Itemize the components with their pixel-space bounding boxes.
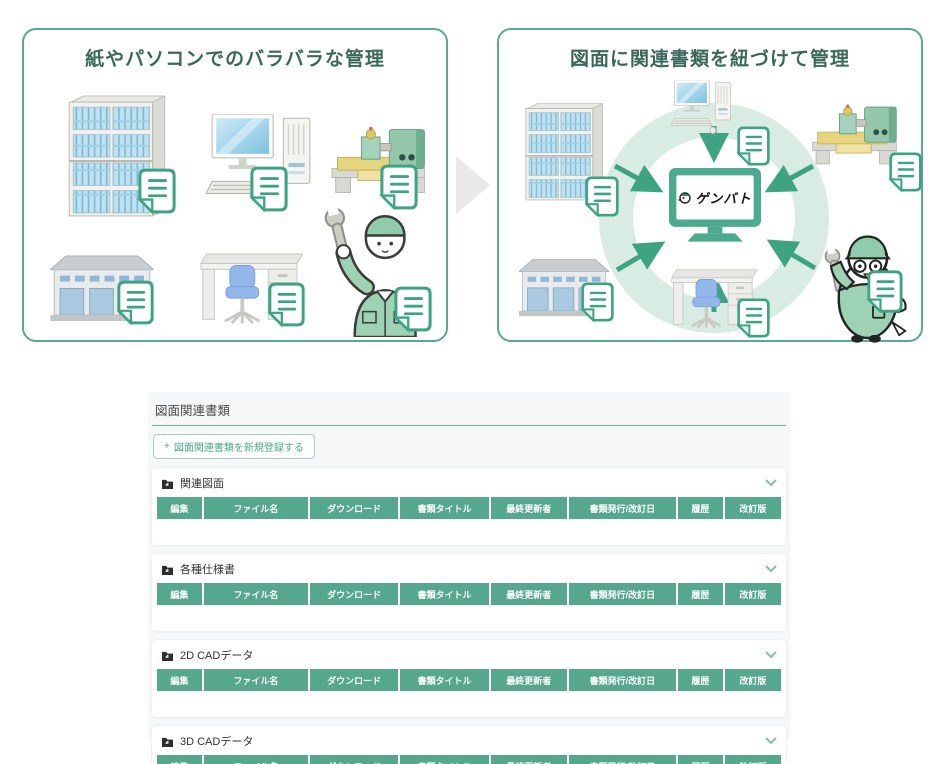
column-header: 書類タイトル <box>400 755 491 764</box>
document-icon <box>737 298 770 338</box>
column-header: 書類発行/改訂日 <box>568 755 678 764</box>
column-header: 編集 <box>157 497 204 519</box>
plus-icon: + <box>164 441 170 452</box>
column-header: ダウンロード <box>309 755 401 764</box>
column-header: 最終更新者 <box>490 583 569 605</box>
section-label: 関連図面 <box>180 478 224 490</box>
column-header: 改訂版 <box>724 497 781 519</box>
chevron-down-icon[interactable] <box>765 479 777 487</box>
column-header: 書類タイトル <box>400 669 491 691</box>
folder-icon <box>162 479 173 489</box>
table-title: 図面関連書類 <box>155 404 231 418</box>
document-icon <box>581 282 614 322</box>
transition-arrow-icon <box>456 156 490 214</box>
document-icon <box>585 176 619 217</box>
column-header: 書類発行/改訂日 <box>568 497 678 519</box>
document-icon <box>117 280 154 325</box>
column-header: ファイル名 <box>203 669 310 691</box>
column-header: 書類発行/改訂日 <box>568 669 678 691</box>
document-icon <box>394 286 432 332</box>
column-header: ファイル名 <box>203 497 310 519</box>
document-icon <box>867 270 903 313</box>
table-header-row: 編集 ファイル名 ダウンロード 書類タイトル 最終更新者 書類発行/改訂日 履歴… <box>157 669 781 691</box>
table-header-row: 編集 ファイル名 ダウンロード 書類タイトル 最終更新者 書類発行/改訂日 履歴… <box>157 497 781 519</box>
document-icon <box>268 282 305 327</box>
empty-table-body <box>156 691 782 704</box>
section-label: 3D CADデータ <box>180 736 254 748</box>
title-divider <box>152 425 786 426</box>
bird-logo-icon <box>678 192 691 204</box>
section-header[interactable]: 関連図面 <box>156 468 782 497</box>
desktop-pc-illustration <box>671 80 735 136</box>
column-header: 履歴 <box>678 583 725 605</box>
section-card-specifications: 各種仕様書 編集 ファイル名 ダウンロード 書類タイトル 最終更新者 書類発行/… <box>152 554 786 631</box>
left-panel: 紙やパソコンでのバラバラな管理 <box>22 28 448 342</box>
column-header: 書類タイトル <box>400 583 491 605</box>
section-card-3d-cad: 3D CADデータ 編集 ファイル名 ダウンロード 書類タイトル 最終更新者 書… <box>152 726 786 764</box>
folder-icon <box>162 651 173 661</box>
column-header: ダウンロード <box>309 497 401 519</box>
empty-table-body <box>156 519 782 532</box>
section-card-related-drawings: 関連図面 編集 ファイル名 ダウンロード 書類タイトル 最終更新者 書類発行/改… <box>152 468 786 545</box>
section-label: 2D CADデータ <box>180 650 254 662</box>
chevron-down-icon[interactable] <box>765 737 777 745</box>
section-label: 各種仕様書 <box>180 564 235 576</box>
column-header: ダウンロード <box>309 669 401 691</box>
column-header: 履歴 <box>678 497 725 519</box>
chevron-down-icon[interactable] <box>765 565 777 573</box>
column-header: 履歴 <box>678 669 725 691</box>
column-header: ファイル名 <box>203 755 310 764</box>
column-header: 書類タイトル <box>400 497 491 519</box>
table-header-row: 編集 ファイル名 ダウンロード 書類タイトル 最終更新者 書類発行/改訂日 履歴… <box>157 583 781 605</box>
right-panel-title: 図面に関連書類を紐づけて管理 <box>569 49 850 70</box>
section-header[interactable]: 各種仕様書 <box>156 554 782 583</box>
section-header[interactable]: 3D CADデータ <box>156 726 782 755</box>
right-panel: 図面に関連書類を紐づけて管理 ゲンバト <box>497 28 923 342</box>
column-header: 改訂版 <box>724 669 781 691</box>
column-header: ダウンロード <box>309 583 401 605</box>
genbato-logo: ゲンバト <box>676 176 754 218</box>
empty-table-body <box>156 605 782 618</box>
document-icon <box>737 126 770 166</box>
register-document-button[interactable]: + 図面関連書類を新規登録する <box>153 434 315 459</box>
document-icon <box>250 166 288 212</box>
column-header: 改訂版 <box>724 755 781 764</box>
column-header: 最終更新者 <box>490 669 569 691</box>
document-icon <box>889 152 922 192</box>
folder-icon <box>162 737 173 747</box>
section-header[interactable]: 2D CADデータ <box>156 640 782 669</box>
document-icon <box>138 168 176 214</box>
column-header: 編集 <box>157 755 204 764</box>
document-table-panel: 図面関連書類 + 図面関連書類を新規登録する 関連図面 編集 ファイル名 ダウン… <box>148 392 790 764</box>
column-header: 書類発行/改訂日 <box>568 583 678 605</box>
column-header: 履歴 <box>678 755 725 764</box>
column-header: 最終更新者 <box>490 755 569 764</box>
table-header-row: 編集 ファイル名 ダウンロード 書類タイトル 最終更新者 書類発行/改訂日 履歴… <box>157 755 781 764</box>
column-header: ファイル名 <box>203 583 310 605</box>
chevron-down-icon[interactable] <box>765 651 777 659</box>
section-card-2d-cad: 2D CADデータ 編集 ファイル名 ダウンロード 書類タイトル 最終更新者 書… <box>152 640 786 717</box>
register-button-label: 図面関連書類を新規登録する <box>173 443 304 454</box>
column-header: 最終更新者 <box>490 497 569 519</box>
column-header: 編集 <box>157 669 204 691</box>
column-header: 編集 <box>157 583 204 605</box>
column-header: 改訂版 <box>724 583 781 605</box>
left-panel-title: 紙やパソコンでのバラバラな管理 <box>85 49 385 70</box>
genbato-logo-text: ゲンバト <box>695 190 752 206</box>
folder-icon <box>162 565 173 575</box>
